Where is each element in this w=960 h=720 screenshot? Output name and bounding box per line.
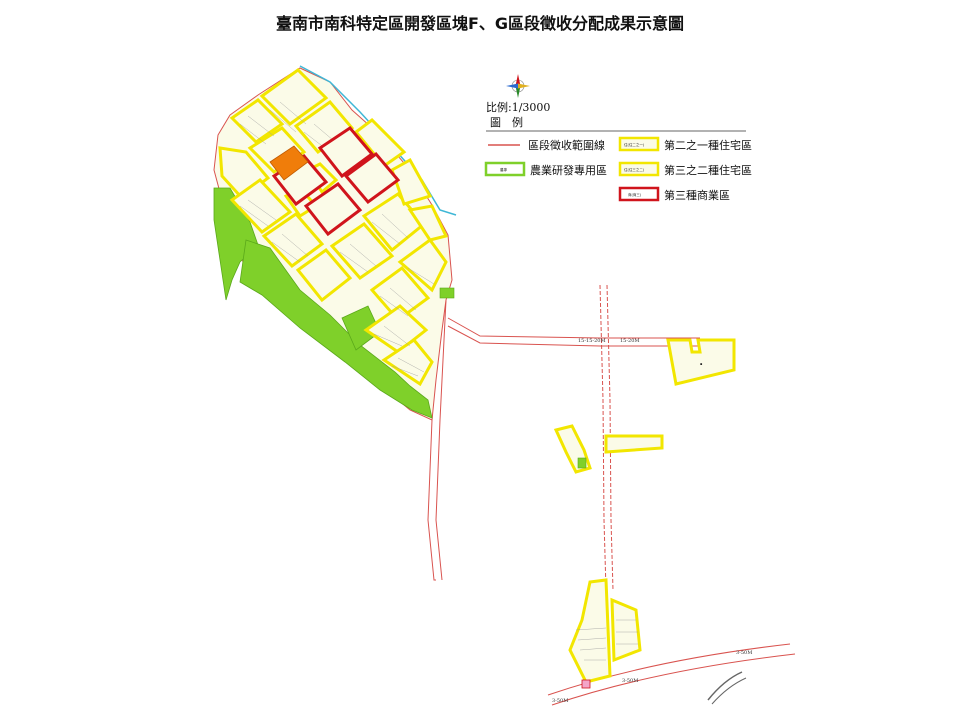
page-title: 臺南市南科特定區開發區塊F、G區段徵收分配成果示意圖 — [275, 14, 685, 33]
legend-label-res21: 第二之一種住宅區 — [664, 138, 752, 152]
legend-heading: 圖 例 — [490, 115, 523, 129]
road-label-2: 15-20M — [620, 338, 640, 344]
east-parcel: ▪ — [666, 338, 736, 386]
north-west-block — [213, 65, 457, 421]
road-label-3: 3-50M — [736, 650, 752, 656]
parcel-lines — [239, 101, 435, 377]
middle-green-parcel — [577, 457, 587, 469]
res-block — [229, 178, 293, 234]
residential-blocks — [218, 68, 449, 387]
scale-text: 比例:1/3000 — [486, 100, 550, 114]
commercial-block-east — [343, 151, 401, 205]
res-block — [397, 237, 448, 293]
res-block — [295, 247, 353, 303]
road-north-south — [599, 284, 607, 591]
south-east-curve-edge — [711, 677, 747, 705]
road-east-west-edge — [447, 325, 700, 347]
legend-agri-swatch-text: 農專 — [500, 167, 508, 172]
south-east-curve — [707, 671, 743, 701]
legend-res32-swatch-text: 住(住三之二) — [624, 167, 645, 172]
south-res-east — [610, 597, 642, 663]
south-parcel-lines — [575, 619, 638, 661]
road-label-1: 15-15-20M — [578, 338, 606, 344]
road-south-curve — [547, 643, 791, 696]
res-block — [229, 98, 285, 144]
road-south-main-edge — [435, 299, 447, 581]
road-label-4: 3-50M — [622, 678, 638, 684]
legend-label-res32: 第三之二種住宅區 — [664, 163, 752, 177]
north-arrow-icon — [506, 74, 530, 98]
legend-com3-swatch — [618, 186, 660, 202]
special-orange-parcel — [269, 145, 309, 181]
road-label-5: 3-50M — [552, 698, 568, 704]
road-south-curve-edge — [551, 653, 796, 706]
agri-zone-south-west — [239, 239, 433, 419]
south-cluster — [568, 578, 642, 689]
res-block — [329, 222, 395, 280]
legend-label-com3: 第三種商業區 — [664, 188, 730, 202]
south-commercial-parcel — [581, 679, 591, 689]
res-block — [381, 337, 434, 387]
south-res-west — [568, 578, 612, 684]
legend-res21-swatch-text: 住(住二之一) — [624, 142, 645, 147]
res-block — [293, 99, 355, 155]
res-block — [261, 212, 325, 268]
res-block — [369, 265, 431, 323]
legend-com3-swatch-text: 商(商三) — [628, 192, 642, 197]
commercial-block-north — [317, 126, 375, 179]
legend-label-boundary: 區段徵收範圍線 — [528, 138, 605, 152]
road-east-west — [447, 317, 700, 339]
commercial-block-south — [303, 181, 363, 237]
middle-res-east — [604, 434, 664, 454]
legend-agri-swatch — [484, 161, 526, 177]
res-block — [390, 157, 433, 206]
middle-cluster — [553, 424, 664, 474]
res-block — [259, 68, 329, 126]
res-block — [407, 204, 449, 242]
road-north-south-edge — [606, 284, 614, 591]
legend-res32-swatch — [618, 161, 660, 177]
legend-label-agri: 農業研發專用區 — [530, 163, 607, 177]
legend-res21-swatch — [618, 136, 660, 152]
road-network — [427, 284, 796, 706]
east-parcel-outline — [666, 338, 736, 386]
east-parcel-label: ▪ — [700, 362, 703, 366]
junction-green-parcel — [439, 287, 455, 299]
